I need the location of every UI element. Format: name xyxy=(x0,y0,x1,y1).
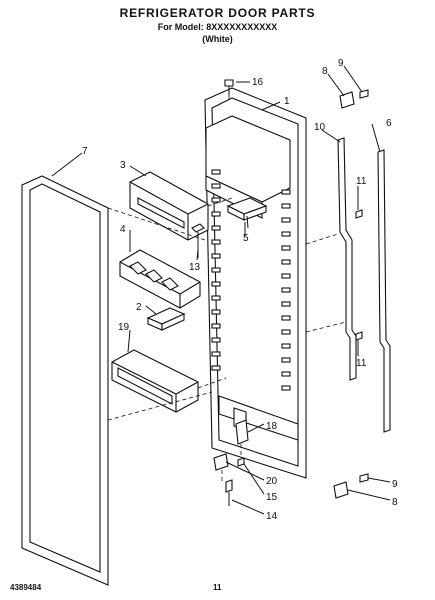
small-tray xyxy=(226,197,268,236)
dairy-compartment xyxy=(129,171,233,241)
callout-7: 7 xyxy=(82,146,88,157)
callout-8-bottom: 8 xyxy=(392,497,398,508)
callout-15: 15 xyxy=(266,492,278,503)
gasket-strip xyxy=(377,149,391,433)
egg-tray xyxy=(119,249,201,309)
bin-bracket xyxy=(146,307,186,331)
callout-4: 4 xyxy=(120,224,126,235)
color-line: (White) xyxy=(202,34,233,44)
callout-19: 19 xyxy=(118,322,130,333)
alignment-lines xyxy=(107,96,347,482)
screw-top xyxy=(224,79,250,96)
callout-2: 2 xyxy=(136,302,142,313)
door-gasket xyxy=(21,175,109,586)
hinge-strip xyxy=(337,137,357,381)
callout-11-upper: 11 xyxy=(356,176,367,187)
bottom-hinge-bracket xyxy=(333,473,369,499)
callout-11-lower: 11 xyxy=(356,358,367,369)
door-bin xyxy=(111,349,227,413)
callout-3: 3 xyxy=(120,160,126,171)
callout-16: 16 xyxy=(252,77,264,88)
doc-number: 4389484 xyxy=(10,583,42,592)
callout-14: 14 xyxy=(266,511,278,522)
callout-5: 5 xyxy=(243,233,249,244)
leader-lines xyxy=(51,65,391,515)
callout-1: 1 xyxy=(284,96,290,107)
page-number: 11 xyxy=(213,583,222,592)
shelf-studs xyxy=(211,169,291,391)
top-hinge-bracket xyxy=(339,89,369,109)
callout-13: 13 xyxy=(189,262,201,273)
diagram-title: REFRIGERATOR DOOR PARTS xyxy=(119,6,316,20)
callout-9-bottom: 9 xyxy=(392,479,398,490)
callout-18: 18 xyxy=(266,421,278,432)
callout-6: 6 xyxy=(386,118,392,129)
callout-20: 20 xyxy=(266,476,278,487)
door-liner xyxy=(204,87,307,479)
callout-10: 10 xyxy=(314,122,326,133)
callout-9-top: 9 xyxy=(338,58,344,69)
model-line: For Model: 8XXXXXXXXXXX xyxy=(157,22,278,32)
bottom-hardware xyxy=(213,419,249,506)
callout-8-top: 8 xyxy=(322,66,328,77)
screws-11 xyxy=(355,209,363,341)
